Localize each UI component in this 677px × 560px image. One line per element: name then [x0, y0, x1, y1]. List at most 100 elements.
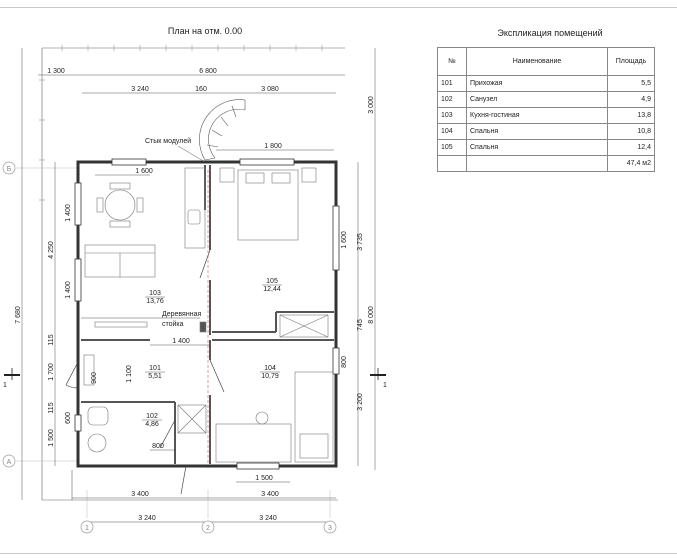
- section-right-label: 1: [383, 382, 387, 389]
- dim-3735: 3 735: [357, 233, 364, 251]
- top-frame-line: [0, 7, 677, 8]
- axis-a-marker: [2, 454, 16, 468]
- axis-2-marker: [201, 520, 215, 534]
- dim-1400-v2: 1 400: [65, 281, 72, 299]
- row-name: Спальня: [466, 123, 608, 140]
- room-105-number: 105: [266, 278, 278, 285]
- table-row: 104 Спальня 10,8: [437, 123, 655, 140]
- room-104-area: 10,79: [261, 373, 279, 380]
- section-left-label: 1: [3, 382, 7, 389]
- axis-1-marker: [80, 520, 94, 534]
- dim-1700: 1 700: [48, 363, 55, 381]
- dim-7680: 7 680: [15, 306, 22, 324]
- room-101-number: 101: [149, 365, 161, 372]
- room-103-area: 13,76: [146, 298, 164, 305]
- dim-3400-right: 3 400: [261, 491, 279, 498]
- row-number: 103: [437, 107, 467, 124]
- dim-1600-v: 1 600: [341, 231, 348, 249]
- dim-1300: 1 300: [47, 68, 65, 75]
- row-area: 4,9: [607, 91, 655, 108]
- room-104-number: 104: [264, 365, 276, 372]
- dim-115-a: 115: [48, 334, 55, 345]
- dim-4250: 4 250: [48, 241, 55, 259]
- table-total-row: 47,4 м2: [437, 155, 655, 172]
- table-row: 103 Кухня-гостиная 13,8: [437, 107, 655, 124]
- dimension-lines: [21, 48, 376, 523]
- dim-600: 600: [65, 412, 72, 424]
- row-area: 10,8: [607, 123, 655, 140]
- axis-markers: [2, 161, 337, 534]
- terrace-outline: [41, 47, 345, 501]
- row-name: Прихожая: [466, 75, 608, 92]
- dim-1600-h: 1 600: [135, 168, 153, 175]
- row-number: 102: [437, 91, 467, 108]
- furniture: [83, 167, 334, 463]
- row-number: 105: [437, 139, 467, 156]
- dim-900: 900: [91, 372, 98, 384]
- windows: [74, 158, 340, 470]
- dim-160: 160: [195, 86, 207, 93]
- dim-800-v: 800: [341, 356, 348, 368]
- header-number: №: [437, 47, 467, 76]
- table-row: 101 Прихожая 5,5: [437, 75, 655, 92]
- row-area: 5,5: [607, 75, 655, 92]
- room-105-area: 12,44: [263, 286, 281, 293]
- room-101-area: 5,51: [148, 373, 162, 380]
- row-name: Спальня: [466, 139, 608, 156]
- total-area: 47,4 м2: [607, 155, 655, 172]
- row-number: 101: [437, 75, 467, 92]
- row-area: 12,4: [607, 139, 655, 156]
- axis-3-marker: [323, 520, 337, 534]
- dim-1100: 1 100: [126, 365, 133, 383]
- axis-a-label: А: [7, 459, 12, 466]
- explication-title: Экспликация помещений: [497, 28, 603, 38]
- dim-8000: 8 000: [368, 306, 375, 324]
- doors: [65, 249, 225, 495]
- table-row: 102 Санузел 4,9: [437, 91, 655, 108]
- row-area: 13,8: [607, 107, 655, 124]
- dim-3240-top: 3 240: [131, 86, 149, 93]
- note-wooden-post-1: Деревянная: [162, 311, 201, 318]
- dim-1500-v: 1 500: [48, 429, 55, 447]
- axis-b-label: Б: [7, 166, 12, 173]
- axis-b-marker: [2, 161, 16, 175]
- axis-3-label: 3: [328, 525, 332, 532]
- axis-2-label: 2: [206, 525, 210, 532]
- interior-walls: [81, 165, 334, 464]
- dim-1400-v1: 1 400: [65, 204, 72, 222]
- plan-title: План на отм. 0.00: [167, 26, 243, 36]
- dim-3240-bottom-left: 3 240: [138, 515, 156, 522]
- spiral-stair: [199, 99, 246, 161]
- axis-1-label: 1: [85, 525, 89, 532]
- dim-1800: 1 800: [264, 143, 282, 150]
- dim-1500-h: 1 500: [255, 475, 273, 482]
- row-name: Кухня-гостиная: [466, 107, 608, 124]
- dim-6800: 6 800: [199, 68, 217, 75]
- row-name: Санузел: [466, 91, 608, 108]
- total-empty-1: [437, 155, 467, 172]
- dim-3000: 3 000: [368, 96, 375, 114]
- grid-lines: [16, 167, 331, 518]
- dim-3240-bottom-right: 3 240: [259, 515, 277, 522]
- section-marks: [4, 368, 386, 380]
- note-module-joint: Стык модулей: [145, 137, 191, 145]
- explication-table: № Наименование Площадь 101 Прихожая 5,5 …: [437, 47, 655, 172]
- note-wooden-post-2: стойка: [162, 320, 184, 328]
- dim-3400-left: 3 400: [131, 491, 149, 498]
- deck-ticks: [39, 45, 323, 201]
- dim-3200: 3 200: [357, 393, 364, 411]
- total-empty-2: [466, 155, 608, 172]
- table-header-row: № Наименование Площадь: [437, 47, 655, 76]
- bottom-frame-line: [0, 553, 677, 554]
- row-number: 104: [437, 123, 467, 140]
- dim-800-h: 800: [152, 443, 164, 450]
- dim-745: 745: [357, 319, 364, 331]
- table-row: 105 Спальня 12,4: [437, 139, 655, 156]
- dim-1400-h: 1 400: [172, 338, 190, 345]
- room-103-number: 103: [149, 290, 161, 297]
- room-102-number: 102: [146, 413, 158, 420]
- note-module-joint-leader: [177, 145, 206, 163]
- header-name: Наименование: [466, 47, 608, 76]
- dim-3080: 3 080: [261, 86, 279, 93]
